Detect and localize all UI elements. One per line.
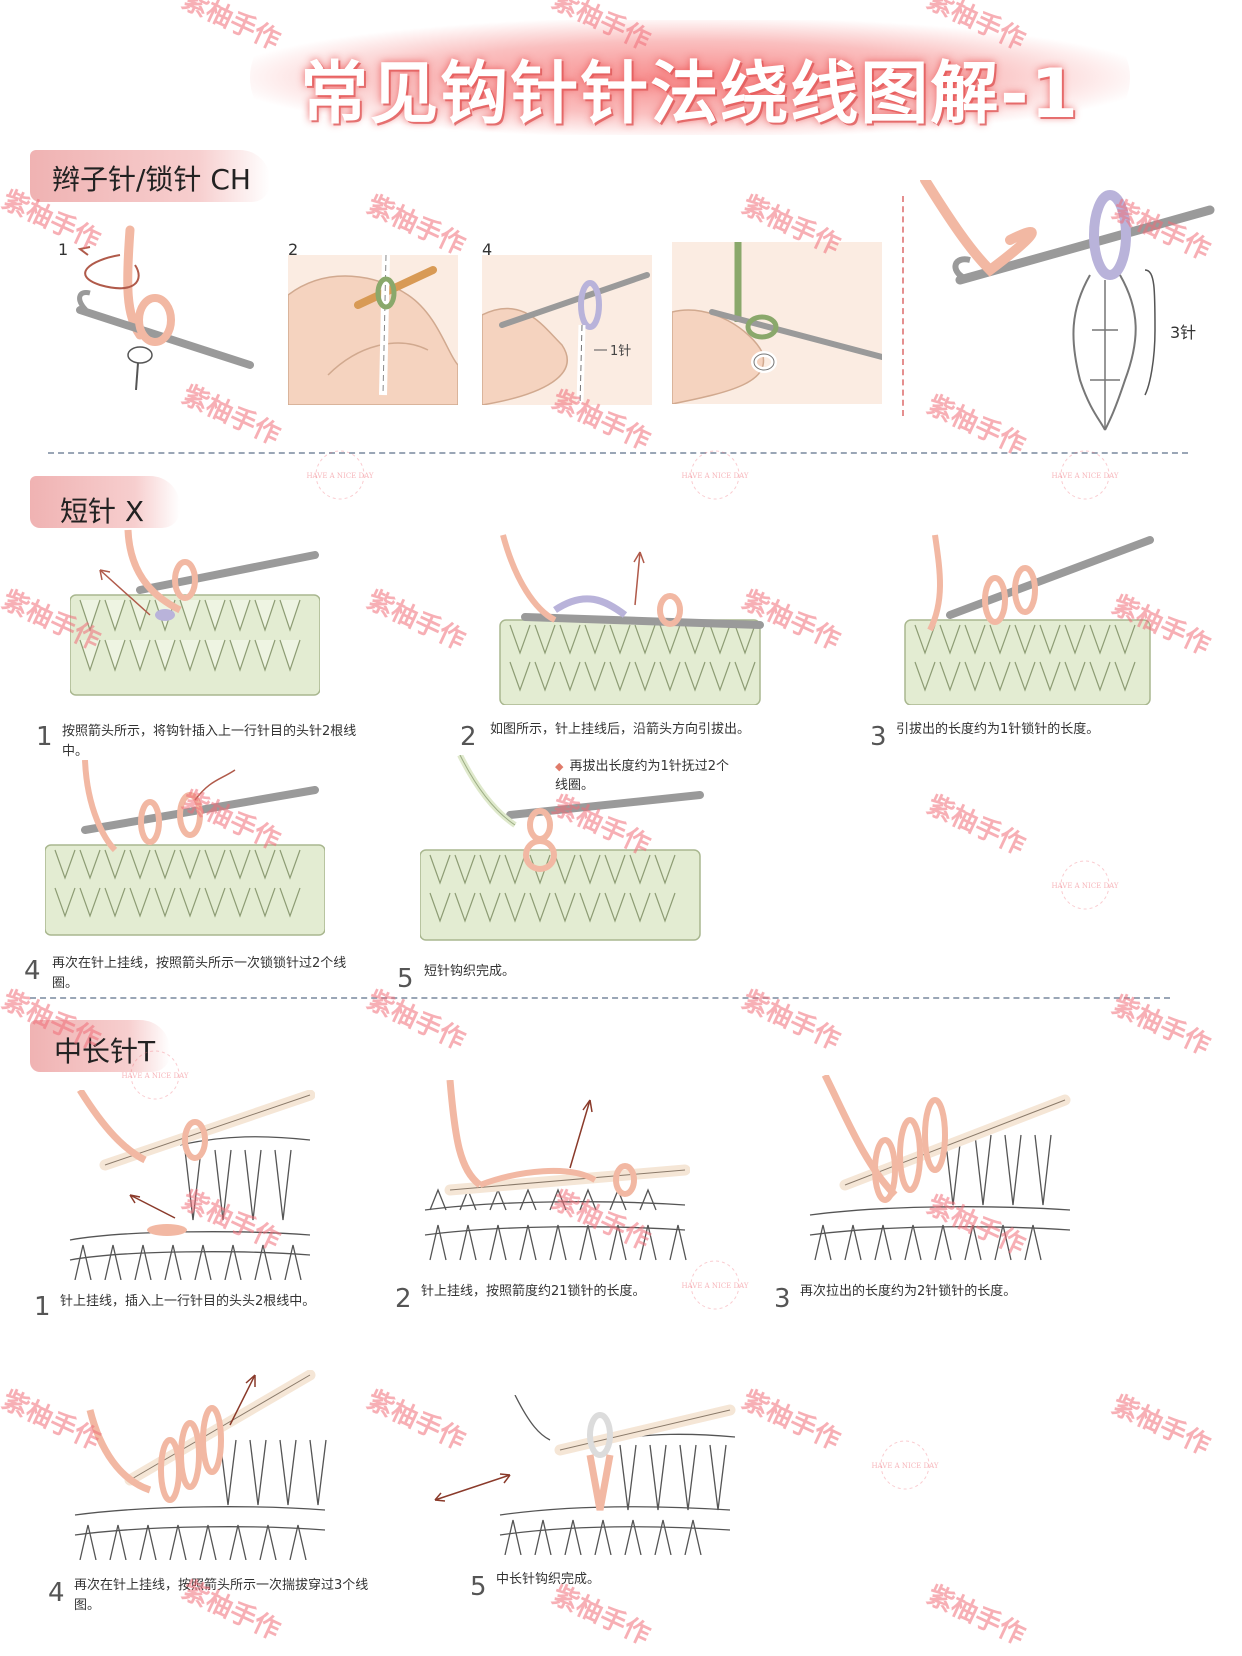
single-step-3-caption: 引拔出的长度约为1针锁针的长度。 bbox=[896, 722, 1100, 737]
chain-result-illustration: 3针 bbox=[920, 180, 1215, 431]
section-title-chain: 辫子针/锁针 CH bbox=[52, 163, 251, 196]
chain-step-4-note: 1针 bbox=[610, 344, 631, 359]
seal-watermark-text: HAVE A NICE DAY bbox=[681, 472, 748, 480]
hdc-step-5-caption: 中长针钩织完成。 bbox=[496, 1572, 601, 1587]
hdc-step-1-illustration bbox=[69, 1090, 315, 1280]
chain-step-5-illustration bbox=[672, 242, 882, 404]
watermark-text: 紫柚手作 bbox=[737, 1385, 845, 1457]
seal-watermark-text: HAVE A NICE DAY bbox=[1051, 472, 1118, 480]
watermark-text: 紫柚手作 bbox=[362, 190, 470, 262]
section-title-single: 短针 X bbox=[60, 495, 145, 528]
watermark-text: 紫柚手作 bbox=[362, 985, 470, 1057]
hdc-step-2-caption: 针上挂线，按照箭度约21锁针的长度。 bbox=[421, 1284, 646, 1299]
chain-step-1-illustration bbox=[76, 225, 254, 390]
seal-watermark: HAVE A NICE DAY bbox=[1051, 450, 1119, 500]
section-brush-single bbox=[30, 476, 180, 528]
section-brush-chain bbox=[30, 150, 270, 202]
watermark-text: 紫柚手作 bbox=[362, 1385, 470, 1457]
hdc-step-3-illustration bbox=[809, 1075, 1071, 1261]
hdc-step-4-number: 4 bbox=[48, 1578, 65, 1608]
single-step-3-illustration bbox=[904, 534, 1154, 705]
seal-watermark: HAVE A NICE DAY bbox=[681, 450, 749, 500]
single-step-4-illustration bbox=[45, 760, 325, 936]
note-diamond-icon: ◆ bbox=[555, 760, 564, 773]
watermark-text: 紫柚手作 bbox=[922, 790, 1030, 862]
chain-vertical-divider bbox=[902, 196, 904, 416]
chain-step-4-illustration: 1针 bbox=[482, 255, 652, 405]
watermark-text: 紫柚手作 bbox=[922, 1580, 1030, 1652]
title-glow bbox=[250, 20, 1130, 135]
hdc-step-5-illustration bbox=[434, 1395, 736, 1555]
hdc-step-5-number: 5 bbox=[470, 1572, 487, 1602]
section-title-hdc: 中长针T bbox=[54, 1035, 156, 1068]
single-step-4-number: 4 bbox=[24, 956, 41, 986]
section-brush-hdc bbox=[30, 1020, 170, 1072]
single-step-2-illustration bbox=[499, 534, 764, 705]
chain-step-2-number: 2 bbox=[288, 240, 299, 259]
single-step-2-note-text: 再拔出长度约为1针抚过2个线圈。 bbox=[555, 759, 730, 793]
seal-watermark: HAVE A NICE DAY bbox=[1051, 860, 1119, 910]
watermark-text: 紫柚手作 bbox=[362, 585, 470, 657]
chain-step-4-number: 4 bbox=[482, 240, 493, 259]
single-step-2-number: 2 bbox=[460, 722, 477, 752]
hdc-step-2-number: 2 bbox=[395, 1284, 412, 1314]
seal-watermark-text: HAVE A NICE DAY bbox=[1051, 882, 1118, 890]
hdc-step-1-number: 1 bbox=[34, 1292, 51, 1322]
section-divider-2 bbox=[30, 997, 1170, 999]
single-step-2-note: ◆再拔出长度约为1针抚过2个线圈。 bbox=[555, 757, 735, 795]
single-step-5-caption: 短针钩织完成。 bbox=[424, 964, 516, 979]
single-step-3-number: 3 bbox=[870, 722, 887, 752]
hdc-step-4-caption: 再次在针上挂线，按照箭头所示一次揣拔穿过3个线图。 bbox=[74, 1578, 369, 1613]
hdc-step-3-number: 3 bbox=[774, 1284, 791, 1314]
watermark-text: 紫柚手作 bbox=[1107, 1390, 1215, 1462]
hdc-step-3-caption: 再次拉出的长度约为2针锁针的长度。 bbox=[800, 1284, 1017, 1299]
chain-step-2-illustration bbox=[288, 255, 458, 405]
seal-watermark: HAVE A NICE DAY bbox=[871, 1440, 939, 1490]
hdc-step-1-caption: 针上挂线，插入上一行针目的头头2根线中。 bbox=[60, 1294, 316, 1309]
seal-watermark: HAVE A NICE DAY bbox=[681, 1260, 749, 1310]
seal-watermark: HAVE A NICE DAY bbox=[121, 1050, 189, 1100]
single-step-4-caption: 再次在针上挂线，按照箭头所示一次锁锁针过2个线圈。 bbox=[52, 956, 347, 991]
hdc-step-4-illustration bbox=[74, 1370, 327, 1560]
chain-step-1-number: 1 bbox=[58, 240, 69, 259]
hdc-step-2-illustration bbox=[424, 1080, 690, 1261]
single-step-2-caption: 如图所示，针上挂线后，沿箭头方向引拔出。 bbox=[490, 722, 751, 737]
watermark-text: 紫柚手作 bbox=[177, 0, 285, 57]
single-step-1-illustration bbox=[70, 529, 320, 696]
seal-watermark-text: HAVE A NICE DAY bbox=[681, 1282, 748, 1290]
page-title: 常见钩针针法绕线图解-1 bbox=[300, 55, 1080, 134]
seal-watermark: HAVE A NICE DAY bbox=[306, 450, 374, 500]
seal-watermark-text: HAVE A NICE DAY bbox=[871, 1462, 938, 1470]
single-step-1-number: 1 bbox=[36, 722, 53, 752]
watermark-text: 紫柚手作 bbox=[737, 985, 845, 1057]
single-step-1-caption: 按照箭头所示，将钩针插入上一行针目的头针2根线中。 bbox=[62, 724, 357, 759]
seal-watermark-text: HAVE A NICE DAY bbox=[306, 472, 373, 480]
chain-result-note: 3针 bbox=[1170, 323, 1196, 342]
single-step-5-illustration bbox=[420, 755, 704, 941]
seal-watermark-text: HAVE A NICE DAY bbox=[121, 1072, 188, 1080]
section-divider-1 bbox=[48, 452, 1188, 454]
single-step-5-number: 5 bbox=[397, 964, 414, 994]
